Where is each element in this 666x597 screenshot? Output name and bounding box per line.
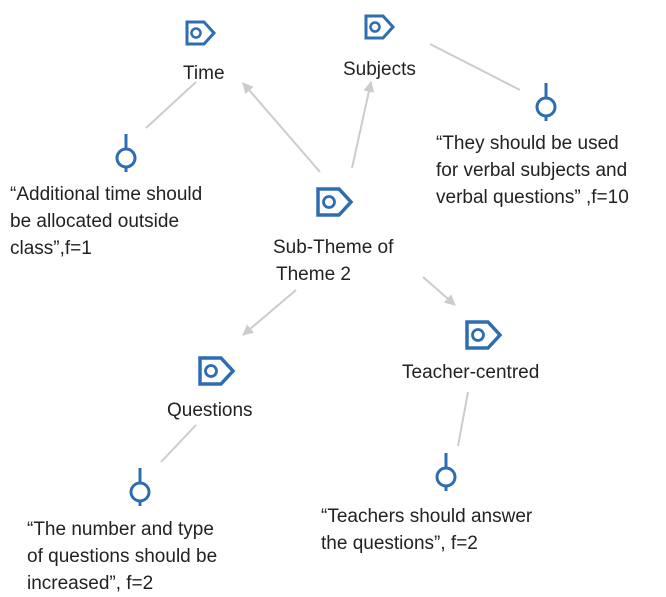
edge-center-to-teacher <box>422 276 456 306</box>
quote-line: increased”, f=2 <box>27 573 154 594</box>
quotation-icon <box>115 134 137 172</box>
quote-line: “They should be used <box>436 133 619 154</box>
quotation-icon <box>129 468 151 506</box>
edge-time-to-quote <box>145 81 197 129</box>
quote-line: be allocated outside <box>10 211 180 232</box>
quote-line: verbal questions” ,f=10 <box>436 187 629 208</box>
node-label-questions: Questions <box>167 400 253 421</box>
quote-line: the questions”, f=2 <box>321 533 478 554</box>
code-icon <box>364 14 396 40</box>
edge-subjects-to-quote <box>429 43 521 91</box>
node-label-center-line1: Sub-Theme of <box>273 237 394 258</box>
quote-subjects: “They should be used for verbal subjects… <box>436 130 629 211</box>
edge-center-to-questions <box>242 289 297 336</box>
code-icon <box>185 20 217 46</box>
edge-center-to-subjects <box>351 80 375 169</box>
quote-line: “Additional time should <box>10 184 203 205</box>
quote-line: of questions should be <box>27 546 218 567</box>
quotation-icon <box>535 83 557 121</box>
code-icon <box>465 320 503 350</box>
edge-center-to-time <box>242 82 321 173</box>
node-label-subjects: Subjects <box>343 59 416 80</box>
quote-questions: “The number and type of questions should… <box>27 516 217 597</box>
quote-line: “Teachers should answer <box>321 506 533 527</box>
node-label-teacher: Teacher-centred <box>402 362 540 383</box>
node-label-center-line2: Theme 2 <box>276 264 351 285</box>
edge-teacher-to-quote <box>457 391 469 447</box>
quotation-icon <box>435 453 457 491</box>
quote-line: for verbal subjects and <box>436 160 628 181</box>
code-icon <box>316 187 354 217</box>
quote-line: class”,f=1 <box>10 238 92 259</box>
quote-teacher: “Teachers should answer the questions”, … <box>321 503 532 557</box>
code-icon <box>198 356 236 386</box>
quote-time: “Additional time should be allocated out… <box>10 181 202 262</box>
node-label-time: Time <box>183 63 225 84</box>
edge-questions-to-quote <box>160 424 197 463</box>
quote-line: “The number and type <box>27 519 214 540</box>
